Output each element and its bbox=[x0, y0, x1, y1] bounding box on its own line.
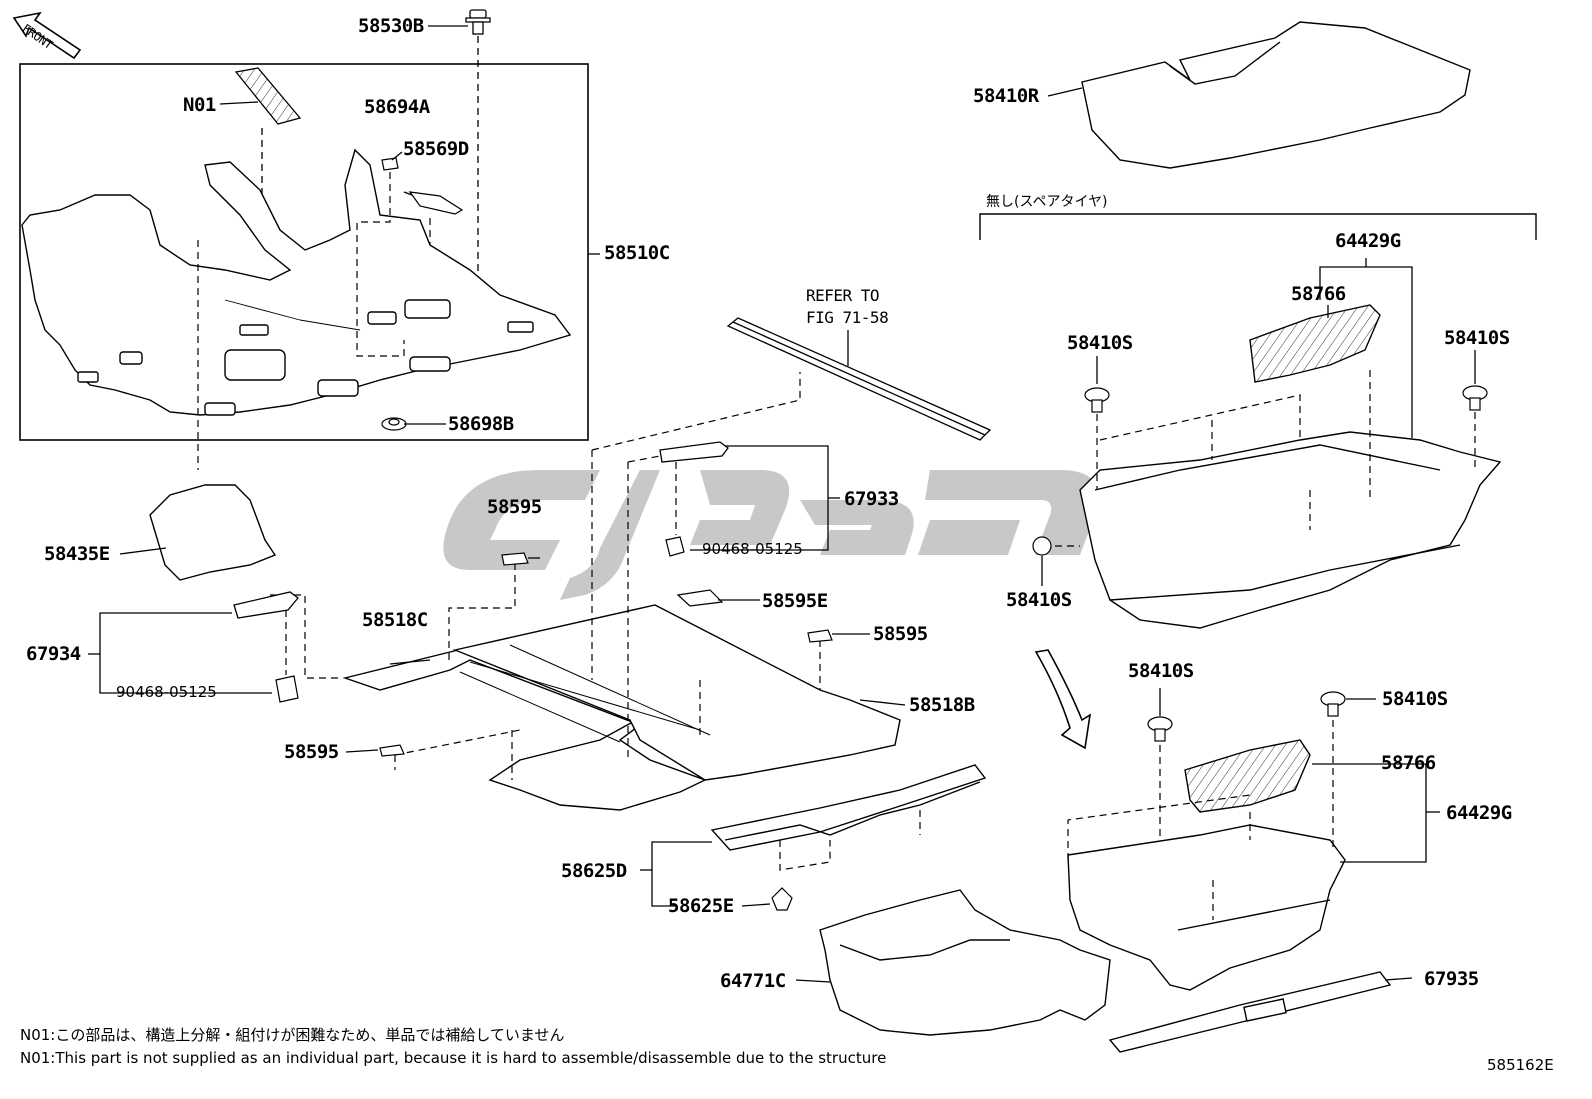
clip-58595-c bbox=[379, 744, 405, 757]
part-label-58766-upper: 58766 bbox=[1291, 283, 1346, 305]
note-english: N01:This part is not supplied as an indi… bbox=[20, 1049, 887, 1067]
clip-58410S-b bbox=[1462, 385, 1488, 411]
figure-code: 585162E bbox=[1487, 1056, 1554, 1074]
clip-58595-b bbox=[807, 629, 833, 643]
scuff-plate-67935 bbox=[1108, 971, 1392, 1053]
transition-arrow-icon bbox=[1034, 649, 1092, 750]
clip-90468-a bbox=[665, 536, 685, 557]
part-label-58595-c: 58595 bbox=[284, 741, 339, 763]
retainer-58569D bbox=[408, 191, 464, 215]
clip-58410S-e bbox=[1320, 691, 1346, 717]
deck-board-box-upper bbox=[1079, 431, 1502, 629]
spare-tire-note: 無し(スペアタイヤ) bbox=[986, 194, 1108, 210]
part-label-58694A: 58694A bbox=[364, 96, 430, 118]
floor-carpet-assembly-box bbox=[19, 63, 589, 441]
part-label-N01: N01 bbox=[183, 94, 216, 116]
clip-58595E bbox=[676, 589, 724, 607]
front-arrow-icon bbox=[12, 11, 82, 60]
part-label-58518C: 58518C bbox=[362, 609, 428, 631]
watermark-logo bbox=[443, 470, 1099, 600]
part-label-58410S-e: 58410S bbox=[1382, 688, 1448, 710]
part-label-58625D: 58625D bbox=[561, 860, 627, 882]
spare-tire-cover-64771C bbox=[819, 889, 1111, 1036]
deck-board-box-lower bbox=[1067, 824, 1346, 991]
refer-line-1: REFER TO bbox=[806, 286, 880, 305]
part-label-90468-lower: 90468-05125 bbox=[116, 683, 217, 701]
clip-90468-b bbox=[275, 675, 299, 703]
part-label-64429G-lower: 64429G bbox=[1446, 802, 1512, 824]
clip-58595-a bbox=[501, 552, 529, 566]
part-label-58410S-b: 58410S bbox=[1444, 327, 1510, 349]
part-label-58625E: 58625E bbox=[668, 895, 734, 917]
part-label-58518B: 58518B bbox=[909, 694, 975, 716]
cover-58625D bbox=[710, 764, 987, 851]
part-label-67935: 67935 bbox=[1424, 968, 1479, 990]
scuff-plate-strip bbox=[726, 317, 992, 441]
part-label-58410S-c: 58410S bbox=[1006, 589, 1072, 611]
part-label-64429G-upper: 64429G bbox=[1335, 230, 1401, 252]
service-cover-58766-lower bbox=[1184, 739, 1311, 813]
clip-58698B bbox=[381, 417, 407, 431]
front-floor-carpet bbox=[21, 148, 572, 416]
part-label-58410S-d: 58410S bbox=[1128, 660, 1194, 682]
garnish-67933 bbox=[659, 441, 729, 463]
part-label-58410S-a: 58410S bbox=[1067, 332, 1133, 354]
garnish-67934 bbox=[233, 591, 299, 619]
clip-58410S-c bbox=[1032, 536, 1052, 556]
refer-line-2: FIG 71-58 bbox=[806, 308, 889, 327]
part-label-58595E: 58595E bbox=[762, 590, 828, 612]
part-label-58510C: 58510C bbox=[604, 242, 670, 264]
part-label-64771C: 64771C bbox=[720, 970, 786, 992]
clip-58410S-d bbox=[1147, 716, 1173, 742]
silencer-58435E bbox=[149, 484, 277, 581]
part-label-58595-b: 58595 bbox=[873, 623, 928, 645]
part-label-58766-lower: 58766 bbox=[1381, 752, 1436, 774]
clip-58694A bbox=[381, 157, 399, 171]
clip-58410S-a bbox=[1084, 387, 1110, 413]
part-label-58530B: 58530B bbox=[358, 15, 424, 37]
part-label-67933: 67933 bbox=[844, 488, 899, 510]
part-label-90468-upper: 90468-05125 bbox=[702, 540, 803, 558]
part-label-58569D: 58569D bbox=[403, 138, 469, 160]
luggage-mat-58410R bbox=[1081, 21, 1471, 169]
part-label-58410R: 58410R bbox=[973, 85, 1039, 107]
part-label-58595-a: 58595 bbox=[487, 496, 542, 518]
part-label-58435E: 58435E bbox=[44, 543, 110, 565]
part-label-67934: 67934 bbox=[26, 643, 81, 665]
rear-floor-mat-58518B bbox=[452, 604, 901, 781]
spare-tire-group-bracket bbox=[979, 213, 1537, 240]
clip-58530B bbox=[465, 9, 491, 35]
note-japanese: N01:この部品は、構造上分解・組付けが困難なため、単品では補給していません bbox=[20, 1026, 565, 1044]
clip-58625E bbox=[771, 887, 793, 911]
service-cover-58766-upper bbox=[1249, 304, 1381, 383]
part-label-58698B: 58698B bbox=[448, 413, 514, 435]
accelerator-pad-N01 bbox=[234, 67, 302, 125]
